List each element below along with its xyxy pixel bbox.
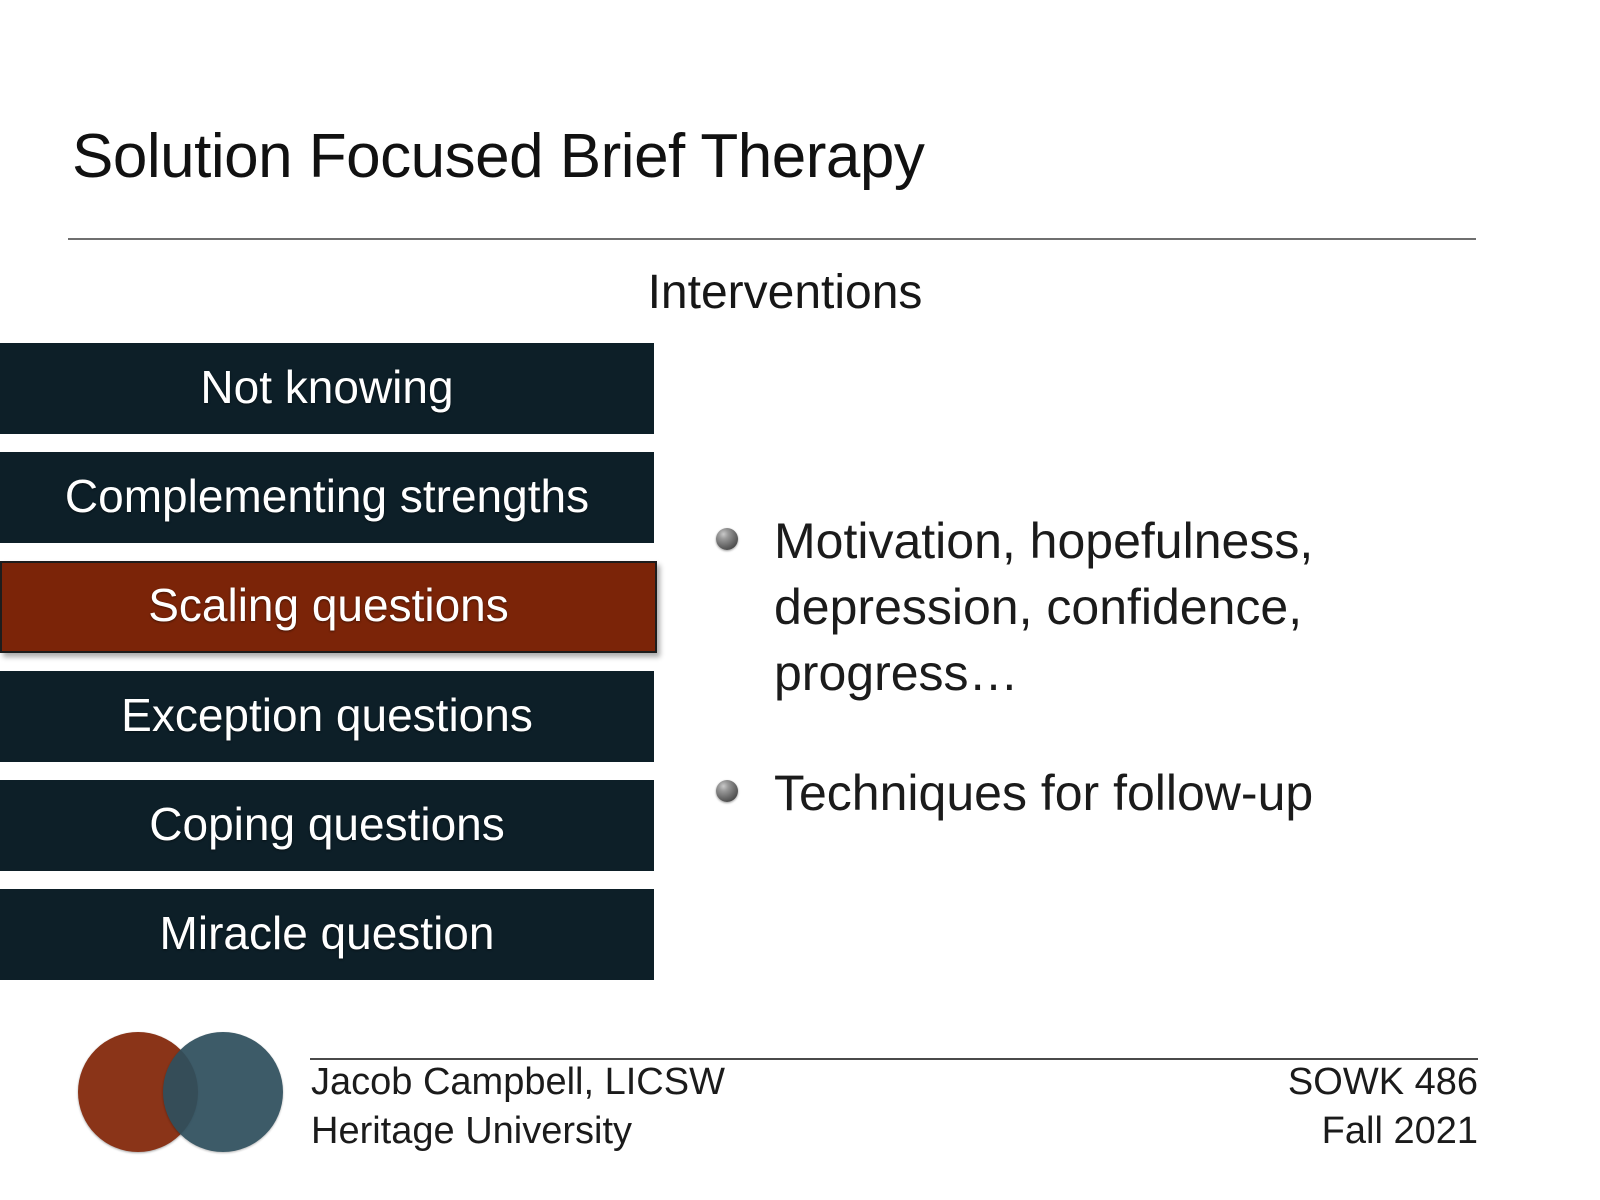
intervention-label: Scaling questions bbox=[148, 579, 509, 631]
intervention-item-coping-questions[interactable]: Coping questions bbox=[0, 780, 654, 871]
footer-presenter-block: Jacob Campbell, LICSW Heritage Universit… bbox=[311, 1058, 725, 1155]
intervention-item-not-knowing[interactable]: Not knowing bbox=[0, 343, 654, 434]
slide-subtitle: Interventions bbox=[647, 266, 923, 319]
bullet-text: Techniques for follow-up bbox=[774, 765, 1314, 821]
interventions-list: Not knowing Complementing strengths Scal… bbox=[0, 343, 660, 998]
intervention-item-miracle-question[interactable]: Miracle question bbox=[0, 889, 654, 980]
intervention-label: Coping questions bbox=[149, 797, 505, 850]
intervention-label: Exception questions bbox=[121, 688, 533, 741]
list-item: Motivation, hopefulness, depression, con… bbox=[716, 508, 1416, 706]
heritage-university-logo bbox=[78, 1032, 283, 1152]
title-divider bbox=[68, 238, 1476, 240]
sphere-bullet-icon bbox=[716, 528, 738, 550]
sphere-bullet-icon bbox=[716, 780, 738, 802]
teal-circle-icon bbox=[163, 1032, 283, 1152]
intervention-label: Miracle question bbox=[159, 906, 495, 959]
page-title: Solution Focused Brief Therapy bbox=[72, 122, 925, 191]
footer-divider bbox=[310, 1058, 1478, 1060]
course-code: SOWK 486 bbox=[1287, 1061, 1478, 1103]
intervention-item-scaling-questions[interactable]: Scaling questions bbox=[0, 561, 657, 653]
term-label: Fall 2021 bbox=[1321, 1109, 1478, 1152]
detail-bullet-list: Motivation, hopefulness, depression, con… bbox=[716, 508, 1416, 880]
list-item: Techniques for follow-up bbox=[716, 760, 1416, 826]
intervention-label: Complementing strengths bbox=[64, 469, 590, 522]
bullet-text: Motivation, hopefulness, depression, con… bbox=[774, 513, 1314, 701]
intervention-item-complementing-strengths[interactable]: Complementing strengths bbox=[0, 452, 654, 543]
intervention-item-exception-questions[interactable]: Exception questions bbox=[0, 671, 654, 762]
intervention-label: Not knowing bbox=[200, 360, 454, 413]
footer-course-block: SOWK 486 Fall 2021 bbox=[1288, 1058, 1478, 1155]
presenter-name: Jacob Campbell, LICSW bbox=[311, 1061, 725, 1103]
institution-name: Heritage University bbox=[311, 1109, 632, 1152]
